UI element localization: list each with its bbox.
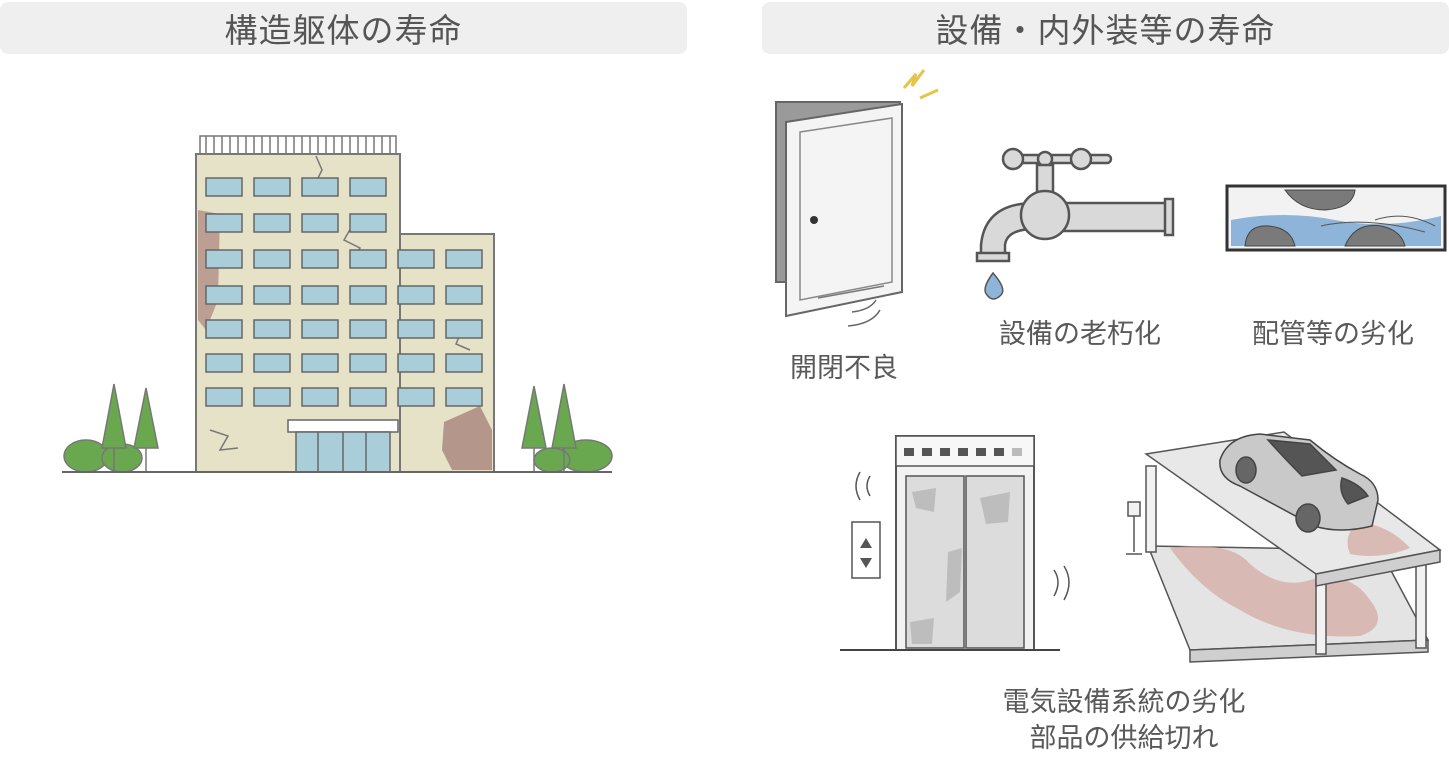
equipment-life-header: 設備・内外装等の寿命 bbox=[762, 2, 1449, 54]
control-panel-icon bbox=[1126, 501, 1142, 555]
elevator-call-panel bbox=[851, 521, 881, 579]
door-bottom-line bbox=[817, 285, 885, 299]
building-stain bbox=[442, 406, 492, 470]
lift-posts bbox=[1145, 465, 1427, 655]
elevator-floor-indicator bbox=[904, 448, 1022, 456]
faucet-label: 設備の老朽化 bbox=[999, 319, 1161, 350]
door-inner-panel bbox=[799, 117, 893, 301]
spark-icon bbox=[902, 69, 939, 100]
tree-icon bbox=[63, 383, 159, 473]
faucet-pipe-end bbox=[1163, 197, 1175, 237]
pipe-label: 配管等の劣化 bbox=[1252, 319, 1414, 350]
faucet-body bbox=[1019, 189, 1071, 241]
equipment-life-title: 設備・内外装等の寿命 bbox=[935, 11, 1276, 50]
faucet-pipe bbox=[1053, 201, 1171, 233]
water-drop-icon bbox=[984, 271, 1004, 300]
vibration-icon bbox=[847, 299, 881, 327]
electrical-label-line1: 電気設備系統の劣化 bbox=[1002, 687, 1246, 718]
car-icon bbox=[1219, 433, 1379, 533]
pipe-deposit bbox=[1244, 189, 1406, 247]
faucet-spout-tip bbox=[975, 251, 1011, 263]
pipe-illustration bbox=[1225, 184, 1447, 252]
structure-life-title: 構造躯体の寿命 bbox=[224, 11, 463, 50]
faucet-stem bbox=[1035, 163, 1055, 195]
building-entrance bbox=[287, 419, 399, 473]
door-illustration bbox=[775, 69, 939, 327]
building-windows bbox=[205, 177, 483, 407]
tree-icon bbox=[521, 383, 613, 473]
parking-lift-illustration bbox=[1126, 431, 1442, 663]
faucet-handle-knob bbox=[1001, 147, 1025, 171]
elevator-stain bbox=[910, 488, 1010, 644]
faucet-handle-knob bbox=[1069, 147, 1093, 171]
faucet-illustration bbox=[975, 147, 1175, 300]
door-label: 開閉不良 bbox=[790, 353, 898, 384]
upper-deck-edge bbox=[1315, 549, 1441, 587]
door-panel bbox=[785, 102, 903, 318]
elevator-illustration bbox=[840, 435, 1070, 651]
structure-life-header: 構造躯体の寿命 bbox=[0, 2, 687, 54]
door-knob bbox=[810, 216, 818, 224]
electrical-label-line2: 部品の供給切れ bbox=[1029, 723, 1219, 754]
elevator-up-icon bbox=[860, 538, 872, 548]
elevator-down-icon bbox=[860, 558, 872, 568]
faucet-handle-bar bbox=[1009, 153, 1113, 165]
lower-deck-edge bbox=[1189, 639, 1429, 663]
upper-deck-stain bbox=[1347, 522, 1410, 556]
roof-railing bbox=[199, 135, 397, 155]
vibration-icon bbox=[855, 471, 1070, 601]
building-illustration bbox=[62, 135, 613, 473]
pipe-flow-lines bbox=[1320, 215, 1436, 233]
